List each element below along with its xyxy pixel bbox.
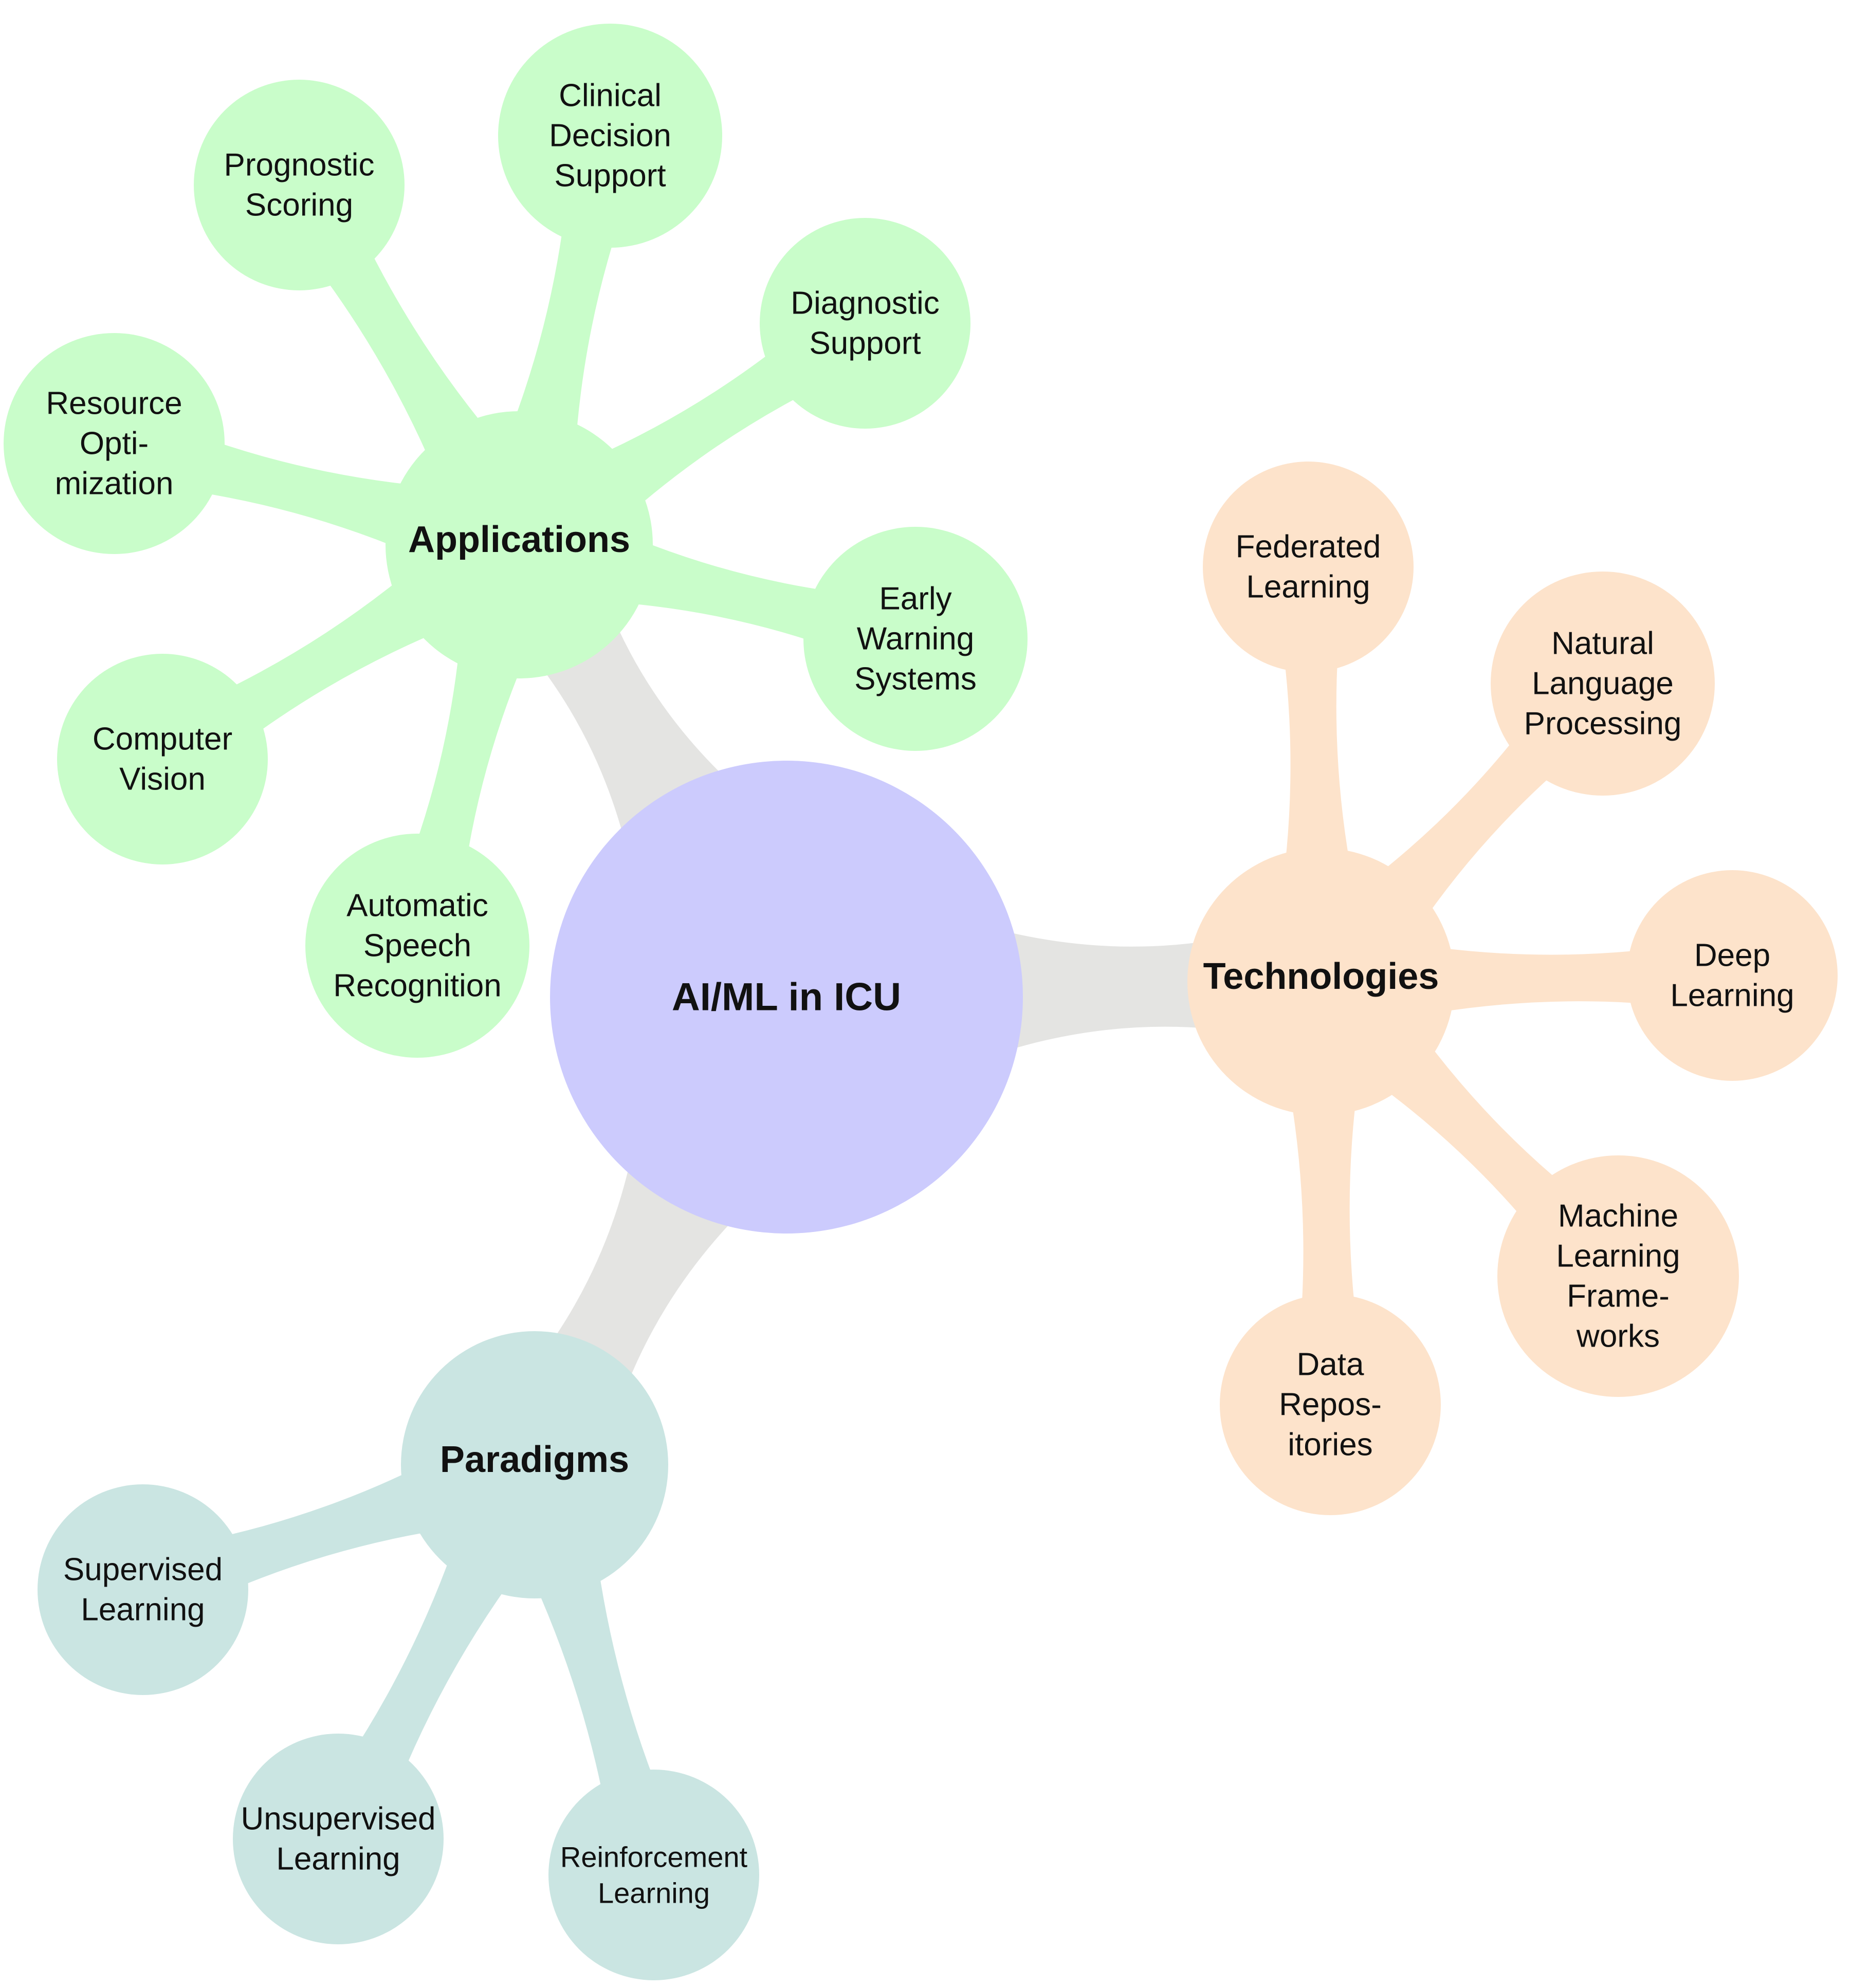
leaf-label-diagnostic-line: Diagnostic [791,286,939,321]
center-label: AI/ML in ICU [672,975,901,1019]
leaf-node-clinical [498,24,722,248]
connector-paradigms-reinforcement [526,1544,661,1812]
leaf-node-diagnostic [760,218,970,429]
leaf-label-vision-line: Computer [93,722,232,757]
leaf-node-federated [1203,462,1414,672]
leaf-label-vision-line: Vision [119,762,206,797]
connector-applications-diagnostic [578,339,818,525]
category-node-technologies [1187,848,1455,1115]
category-label-applications-line: Applications [408,519,630,560]
leaf-label-early-warning-line: Warning [857,621,975,657]
leaf-label-ml-frameworks-line: works [1576,1319,1660,1354]
leaf-label-data-repos-line: Data [1297,1347,1364,1383]
leaf-label-data-repos-line: Repos- [1279,1387,1382,1423]
leaf-node-vision [57,654,268,864]
connector-technologies-ml-frameworks [1362,1022,1578,1237]
leaf-label-unsupervised-line: Unsupervised [241,1801,435,1837]
leaf-label-deep-line: Learning [1670,978,1794,1014]
leaf-label-reinforcement-line: Learning [598,1877,710,1909]
category-label-applications: Applications [408,519,630,560]
leaf-label-resource-line: Opti- [80,426,149,462]
leaf-label-supervised-line: Learning [81,1592,205,1628]
category-label-technologies-line: Technologies [1203,956,1439,997]
category-label-paradigms-line: Paradigms [440,1439,629,1480]
leaf-label-deep-line: Deep [1694,938,1770,973]
leaf-label-prognostic-line: Scoring [245,188,353,223]
leaf-node-early-warning [803,527,1028,751]
leaf-label-supervised-line: Supervised [63,1552,223,1588]
leaf-label-resource-line: mization [55,466,174,502]
leaf-label-federated-line: Federated [1236,529,1381,565]
leaf-label-speech-line: Automatic [346,888,488,924]
leaf-node-reinforcement [548,1770,759,1980]
leaf-label-data-repos-line: itories [1288,1427,1372,1463]
connector-applications-clinical [504,206,621,462]
leaf-label-nlp-line: Processing [1524,706,1682,742]
leaf-node-ml-frameworks [1497,1155,1739,1397]
center-node [550,761,1023,1234]
category-node-paradigms [401,1331,668,1598]
leaf-node-nlp [1491,572,1715,796]
leaf-label-ml-frameworks-line: Learning [1556,1239,1680,1274]
connector-technologies-data-repos [1287,1074,1359,1328]
center-label-line: AI/ML in ICU [672,975,901,1019]
leaf-label-early-warning-line: Systems [854,661,977,697]
connector-applications-resource [182,435,437,557]
connector-applications-early-warning [601,531,846,649]
leaf-label-prognostic-line: Prognostic [224,148,375,183]
leaf-label-ml-frameworks-line: Frame- [1567,1279,1670,1314]
leaf-node-data-repos [1220,1294,1441,1515]
leaf-node-supervised [38,1484,248,1695]
connector-paradigms-unsupervised [347,1531,523,1787]
category-label-technologies: Technologies [1203,956,1439,997]
leaf-node-unsupervised [233,1734,444,1944]
category-node-applications [386,411,653,678]
leaf-node-prognostic [194,80,405,290]
connector-applications-prognostic [313,233,501,484]
leaf-label-nlp-line: Language [1532,666,1674,702]
leaf-node-deep [1627,870,1838,1081]
leaf-label-nlp-line: Natural [1551,626,1654,661]
leaf-label-speech-line: Recognition [333,968,501,1004]
leaf-node-resource [4,333,225,554]
leaf-label-clinical-line: Clinical [559,78,662,114]
leaf-node-speech [305,834,529,1058]
leaf-label-early-warning-line: Early [879,581,951,617]
leaf-label-clinical-line: Support [554,158,666,194]
leaf-label-speech-line: Speech [363,928,471,964]
connector-technologies-deep [1414,944,1659,1017]
connector-paradigms-supervised [205,1459,456,1594]
connector-technologies-federated [1282,639,1354,890]
leaf-label-ml-frameworks-line: Machine [1558,1199,1678,1234]
connector-applications-speech [409,627,532,877]
leaf-label-unsupervised-line: Learning [276,1842,400,1877]
leaf-label-federated-line: Learning [1246,569,1370,605]
connector-applications-vision [211,562,458,746]
leaf-label-clinical-line: Decision [549,118,671,154]
leaf-label-reinforcement-line: Reinforcement [560,1841,748,1873]
leaf-label-resource-line: Resource [46,386,182,421]
leaf-label-diagnostic-line: Support [809,326,921,361]
category-label-paradigms: Paradigms [440,1439,629,1480]
